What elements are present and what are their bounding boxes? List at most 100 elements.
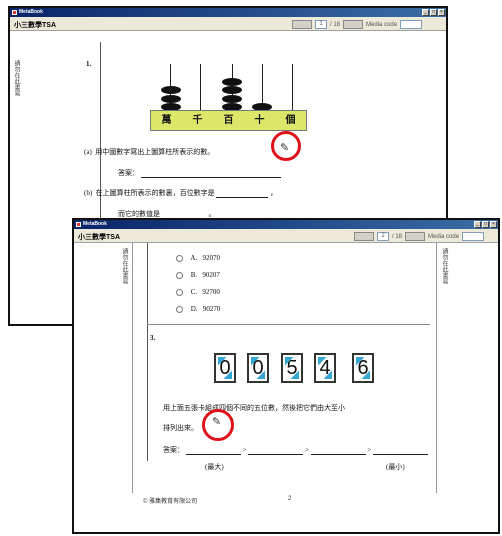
question-divider	[147, 324, 430, 325]
close-icon[interactable]: ×	[438, 9, 445, 16]
front-page-left-edge	[132, 243, 133, 493]
part-b-text: 在上圖算柱所表示的數裏，百位數字是	[95, 189, 215, 197]
footer-page-number: 2	[288, 496, 292, 502]
largest-label: (最大)	[205, 463, 224, 471]
abacus-label: 百	[223, 115, 234, 126]
minimize-icon[interactable]: _	[474, 221, 481, 228]
answer-blank[interactable]	[140, 172, 281, 178]
back-part-a: (a) 用中國數字寫出上圖算柱所表示的數。	[84, 147, 214, 157]
option-letter: D.	[190, 305, 198, 313]
close-icon[interactable]: ×	[490, 221, 497, 228]
back-titlebar: MetaBook _ □ ×	[10, 8, 446, 17]
part-a-text: 用中國數字寫出上圖算柱所表示的數。	[95, 148, 215, 156]
answer-blank[interactable]	[373, 449, 429, 455]
prev-page-button[interactable]	[292, 20, 312, 29]
part-b-blank[interactable]	[216, 192, 269, 198]
media-code-input[interactable]	[400, 20, 423, 29]
media-code-label: Media code	[428, 233, 460, 240]
next-page-button[interactable]	[405, 232, 426, 241]
option-row[interactable]: B. 90207	[176, 271, 220, 279]
front-toolbar: 小三數學TSA 2 / 18 Media code	[74, 229, 498, 243]
abacus-rod	[262, 64, 263, 110]
app-icon	[12, 10, 17, 15]
number-card: 5	[281, 353, 303, 383]
front-answer-row: 答案： > > >	[163, 445, 429, 455]
back-toolbar: 小三數學TSA 1 / 18 Media code	[10, 17, 446, 31]
prev-page-button[interactable]	[354, 232, 374, 241]
abacus-bead	[161, 86, 181, 94]
part-b-end: ，	[270, 189, 278, 197]
media-code-input[interactable]	[462, 232, 485, 241]
back-answer-row: 答案：	[118, 168, 281, 178]
option-row[interactable]: D. 90270	[176, 305, 220, 313]
option-letter: C.	[190, 288, 198, 296]
abacus-label: 十	[254, 115, 265, 126]
part-b-line2: 而它的數值是	[118, 210, 160, 218]
back-question-number: 1.	[86, 60, 92, 68]
back-part-b: (b) 在上圖算柱所表示的數裏，百位數字是 ，	[84, 188, 277, 198]
option-value: 92070	[202, 254, 220, 262]
option-row[interactable]: A. 92070	[176, 254, 220, 262]
option-value: 92700	[202, 288, 220, 296]
instruction-line-1: 用上面五張卡組成四個不同的五位數，然後把它們由大至小	[163, 404, 345, 412]
front-question-number: 3.	[150, 334, 156, 342]
abacus-bead	[161, 103, 181, 111]
abacus-bead	[222, 78, 242, 86]
option-letter: B.	[190, 271, 198, 279]
option-letter: A.	[190, 254, 198, 262]
front-page-nav: 2 / 18 Media code	[354, 232, 485, 241]
front-page-right-edge	[436, 243, 437, 493]
back-page-nav: 1 / 18 Media code	[292, 20, 423, 29]
radio-button[interactable]	[176, 288, 183, 296]
copyright: © 雅集教育有限公司	[143, 499, 198, 505]
highlight-circle	[202, 409, 234, 441]
maximize-icon[interactable]: □	[482, 221, 489, 228]
page-total: / 18	[392, 233, 403, 240]
part-a-label: (a)	[84, 148, 92, 156]
option-value: 90270	[202, 305, 221, 313]
back-answer-label: 答案：	[118, 169, 139, 177]
option-value: 90207	[202, 271, 220, 279]
smallest-label: (最小)	[386, 463, 405, 471]
page-number-input[interactable]: 2	[377, 232, 389, 241]
part-b-label: (b)	[84, 189, 93, 197]
front-titlebar-text: MetaBook	[83, 221, 107, 227]
separator: >	[367, 446, 372, 454]
page-total: / 18	[330, 21, 341, 28]
answer-blank[interactable]	[185, 449, 241, 455]
front-content-margin-line	[147, 243, 148, 461]
back-app-title: 小三數學TSA	[14, 22, 56, 29]
radio-button[interactable]	[176, 254, 183, 262]
part-b-line2-end: 。	[208, 210, 216, 218]
instruction-line-2: 排列出來。	[163, 424, 198, 432]
radio-button[interactable]	[176, 271, 183, 279]
abacus-label: 萬	[161, 115, 172, 126]
abacus-place-labels: 萬 千 百 十 個	[150, 110, 307, 131]
back-page-margin-line	[100, 42, 101, 222]
answer-blank[interactable]	[248, 449, 304, 455]
front-window-controls: _ □ ×	[474, 221, 497, 228]
front-side-note-left: 請勿在此書寫	[121, 248, 127, 284]
abacus-rod	[292, 64, 293, 110]
abacus-bead	[222, 86, 242, 94]
option-row[interactable]: C. 92700	[176, 288, 220, 296]
minimize-icon[interactable]: _	[422, 9, 429, 16]
number-card: 4	[314, 353, 336, 383]
number-card: 0	[247, 353, 269, 383]
abacus-label: 千	[192, 115, 203, 126]
highlight-circle	[271, 131, 301, 161]
maximize-icon[interactable]: □	[430, 9, 437, 16]
abacus-bead	[222, 95, 242, 103]
front-titlebar: MetaBook _ □ ×	[74, 220, 498, 229]
number-card: 0	[214, 353, 236, 383]
abacus-bead	[161, 95, 181, 103]
front-answer-label: 答案：	[163, 446, 184, 454]
back-side-note: 請勿在此書寫	[13, 60, 19, 96]
answer-blank[interactable]	[310, 449, 366, 455]
radio-button[interactable]	[176, 305, 183, 313]
separator: >	[304, 446, 309, 454]
next-page-button[interactable]	[343, 20, 364, 29]
back-titlebar-text: MetaBook	[19, 9, 43, 15]
front-side-note-right: 請勿在此書寫	[441, 248, 447, 284]
page-number-input[interactable]: 1	[315, 20, 327, 29]
